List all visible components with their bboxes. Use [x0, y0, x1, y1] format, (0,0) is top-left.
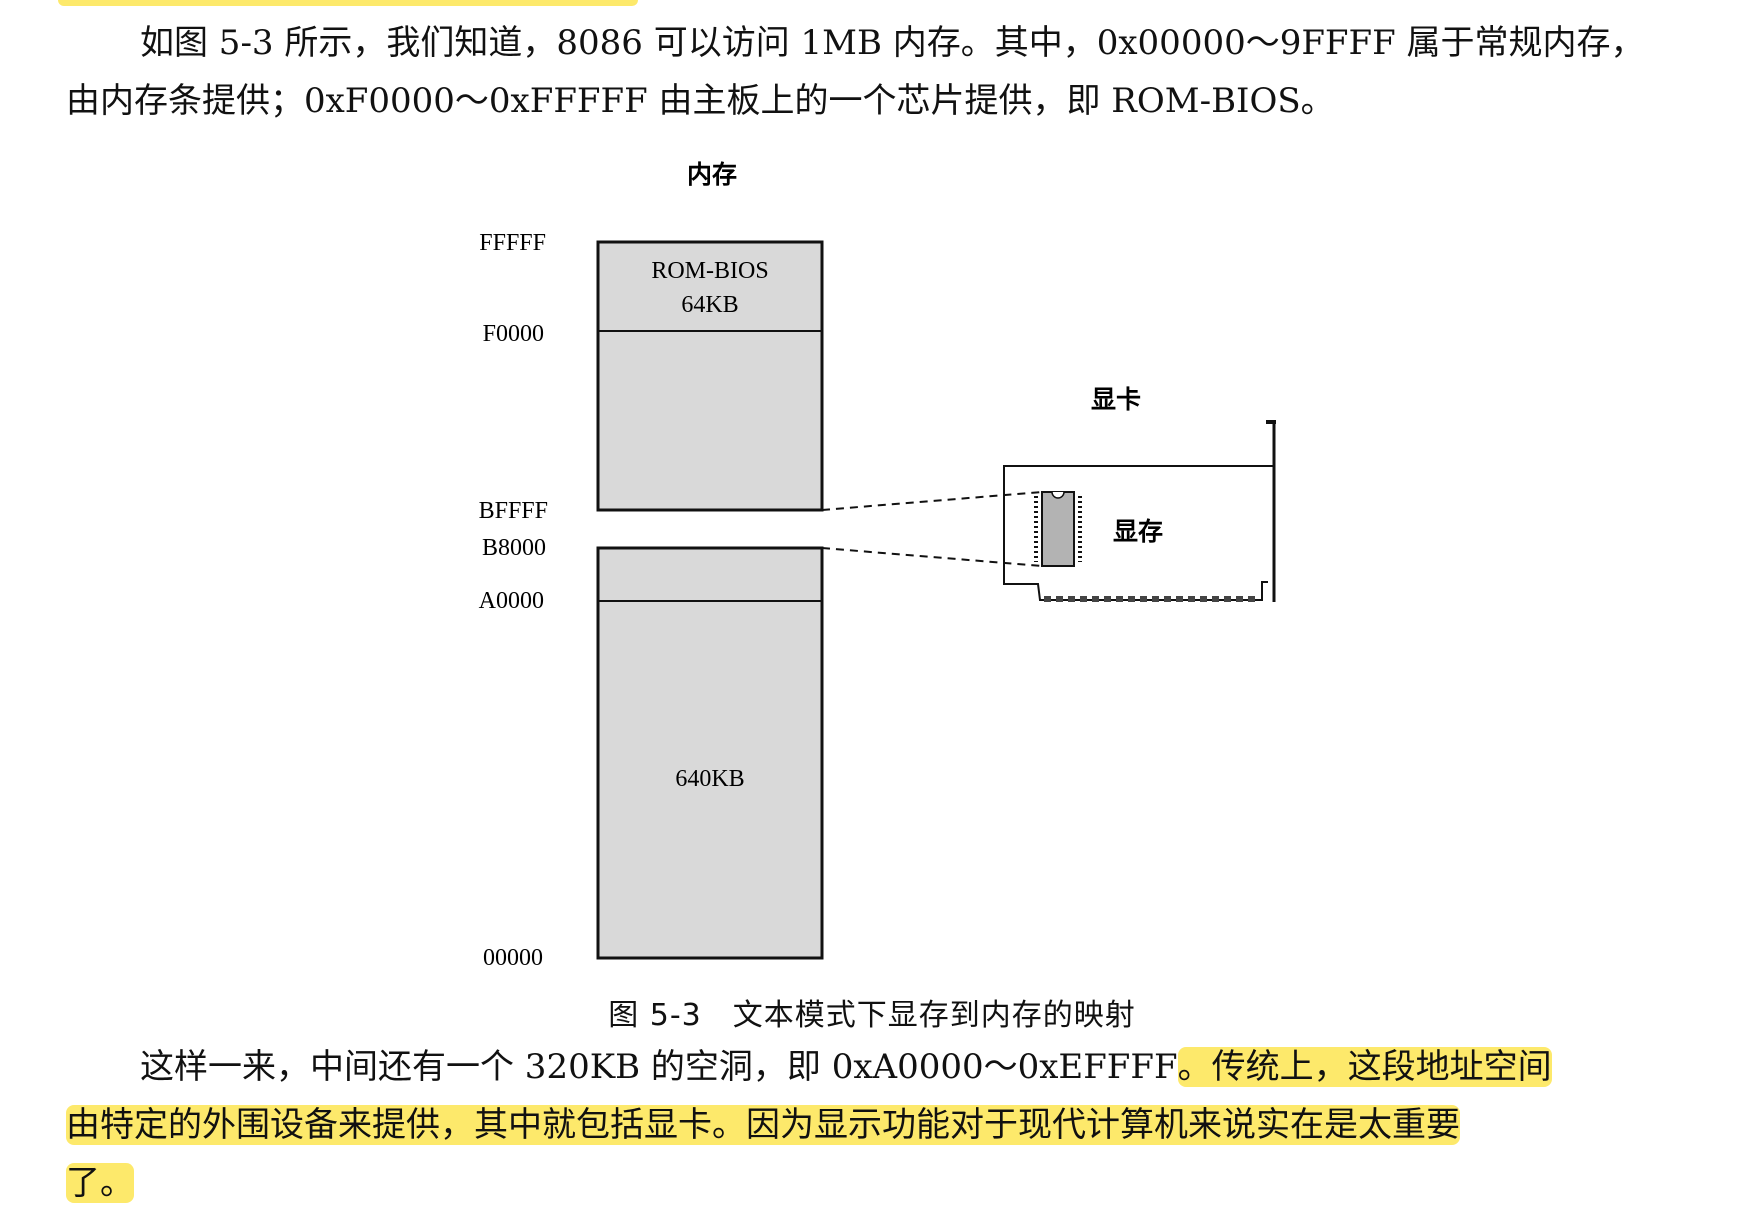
- vram-label: 显存: [1113, 517, 1163, 546]
- intro-line-1: 如图 5-3 所示，我们知道，8086 可以访问 1MB 内存。其中，0x000…: [140, 23, 1645, 63]
- figure-caption: 图 5-3 文本模式下显存到内存的映射: [608, 998, 1136, 1033]
- mapping-line-bottom: [821, 547, 1043, 567]
- vram-chip-icon: [1034, 491, 1082, 567]
- outro-line-1-plain: 这样一来，中间还有一个 320KB 的空洞，即 0xA0000～0xEFFFF: [140, 1047, 1178, 1087]
- outro-line-1-highlight: 。传统上，这段地址空间: [1177, 1047, 1552, 1087]
- addr-fffff: FFFFF: [479, 230, 546, 256]
- outro-line-1: 这样一来，中间还有一个 320KB 的空洞，即 0xA0000～0xEFFFF。…: [66, 1038, 1706, 1096]
- mapping-line-top: [821, 491, 1043, 511]
- addr-a0000: A0000: [479, 588, 544, 614]
- addr-f0000: F0000: [483, 321, 544, 347]
- rom-bios-label: ROM-BIOS: [651, 258, 768, 284]
- outro-line-2: 由特定的外围设备来提供，其中就包括显卡。因为显示功能对于现代计算机来说实在是太重…: [66, 1105, 1460, 1145]
- outro-line-3: 了。: [66, 1163, 134, 1203]
- conventional-memory-label: 640KB: [675, 766, 744, 792]
- upper-memory-block: [596, 240, 824, 512]
- outro-line-3-wrap: 了。: [66, 1154, 1706, 1212]
- lower-memory-block: [596, 546, 824, 960]
- memory-title: 内存: [687, 160, 737, 189]
- addr-bffff: BFFFF: [479, 498, 548, 524]
- rom-size-label: 64KB: [681, 292, 738, 318]
- outro-paragraph: 这样一来，中间还有一个 320KB 的空洞，即 0xA0000～0xEFFFF。…: [66, 1038, 1706, 1212]
- addr-b8000: B8000: [482, 535, 546, 561]
- outro-line-2-wrap: 由特定的外围设备来提供，其中就包括显卡。因为显示功能对于现代计算机来说实在是太重…: [66, 1096, 1706, 1154]
- graphics-card-title: 显卡: [1091, 385, 1141, 414]
- previous-line-highlight: [58, 0, 638, 6]
- graphics-card-icon: [1003, 420, 1276, 602]
- addr-00000: 00000: [483, 945, 543, 971]
- intro-line-2: 由内存条提供；0xF0000～0xFFFFF 由主板上的一个芯片提供，即 ROM…: [66, 81, 1335, 121]
- intro-paragraph: 如图 5-3 所示，我们知道，8086 可以访问 1MB 内存。其中，0x000…: [66, 14, 1706, 130]
